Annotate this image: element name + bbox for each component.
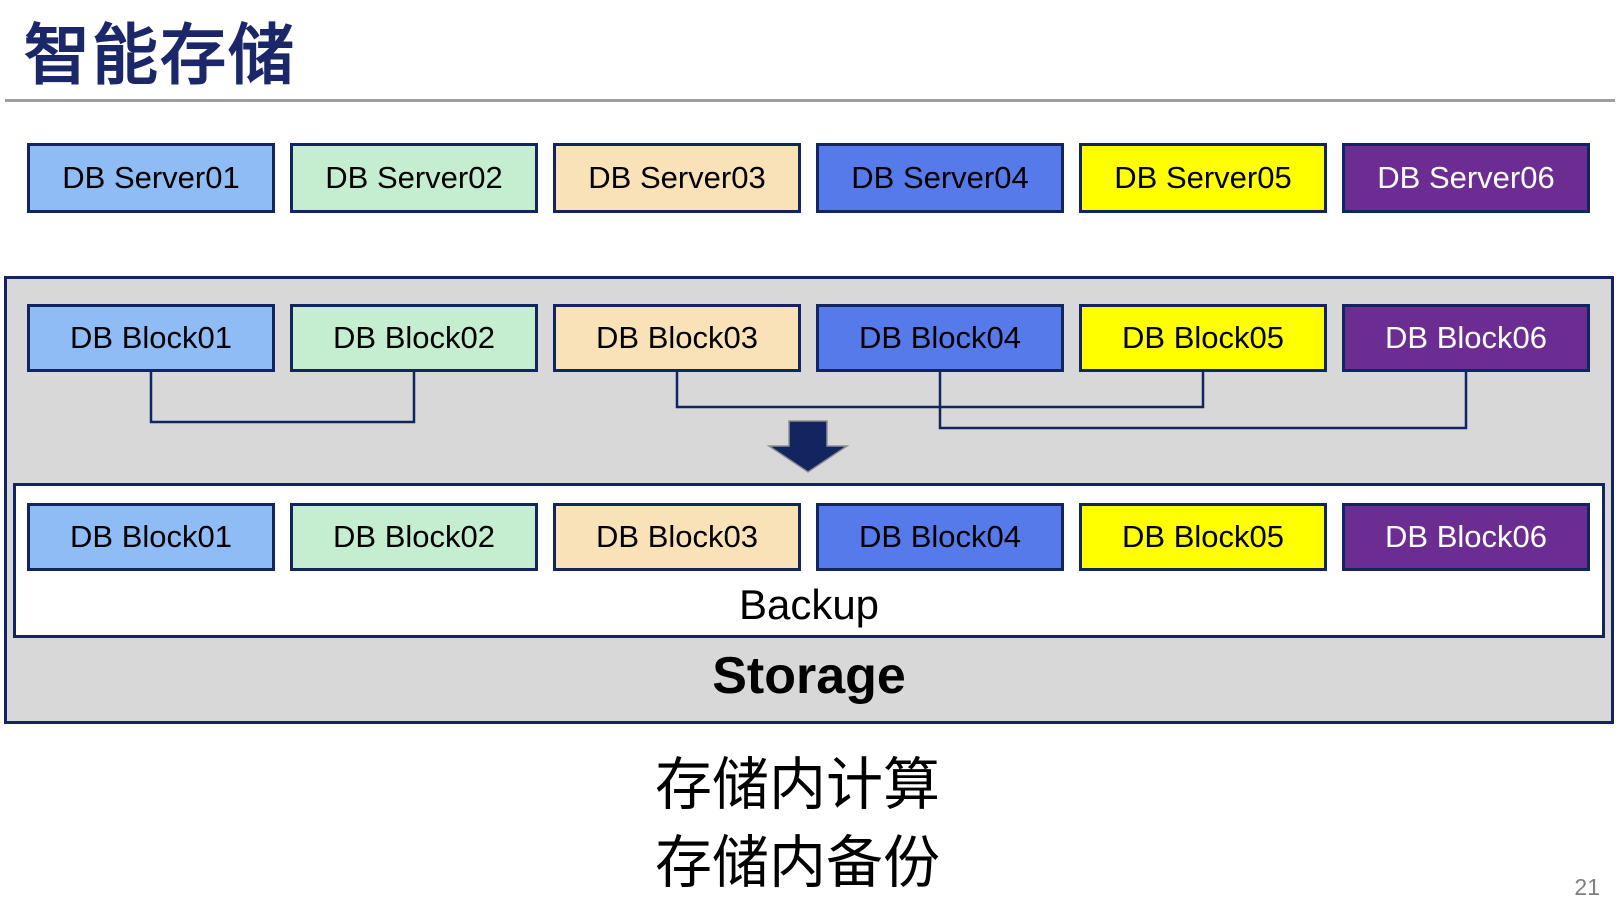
server-box: DB Server05 [1079, 143, 1327, 213]
backup-block-box: DB Block04 [816, 503, 1064, 571]
backup-block-box: DB Block06 [1342, 503, 1590, 571]
block-box: DB Block02 [290, 304, 538, 372]
server-box: DB Server01 [27, 143, 275, 213]
backup-block-box: DB Block05 [1079, 503, 1327, 571]
server-box: DB Server03 [553, 143, 801, 213]
server-box: DB Server04 [816, 143, 1064, 213]
storage-label: Storage [712, 647, 906, 705]
block-box: DB Block03 [553, 304, 801, 372]
block-box: DB Block05 [1079, 304, 1327, 372]
page-number: 21 [1574, 874, 1600, 900]
backup-block-box: DB Block01 [27, 503, 275, 571]
slide-title: 智能存储 [24, 18, 296, 92]
caption-line-backup: 存储内备份 [655, 831, 940, 895]
block-box: DB Block06 [1342, 304, 1590, 372]
server-box: DB Server06 [1342, 143, 1590, 213]
backup-inner-box [13, 483, 1605, 638]
title-divider [5, 99, 1615, 102]
caption-block: 存储内计算 存储内备份 [655, 746, 940, 902]
block-box: DB Block04 [816, 304, 1064, 372]
caption-line-compute: 存储内计算 [655, 753, 940, 817]
backup-block-box: DB Block03 [553, 503, 801, 571]
backup-label: Backup [738, 581, 880, 628]
backup-block-box: DB Block02 [290, 503, 538, 571]
block-box: DB Block01 [27, 304, 275, 372]
server-box: DB Server02 [290, 143, 538, 213]
